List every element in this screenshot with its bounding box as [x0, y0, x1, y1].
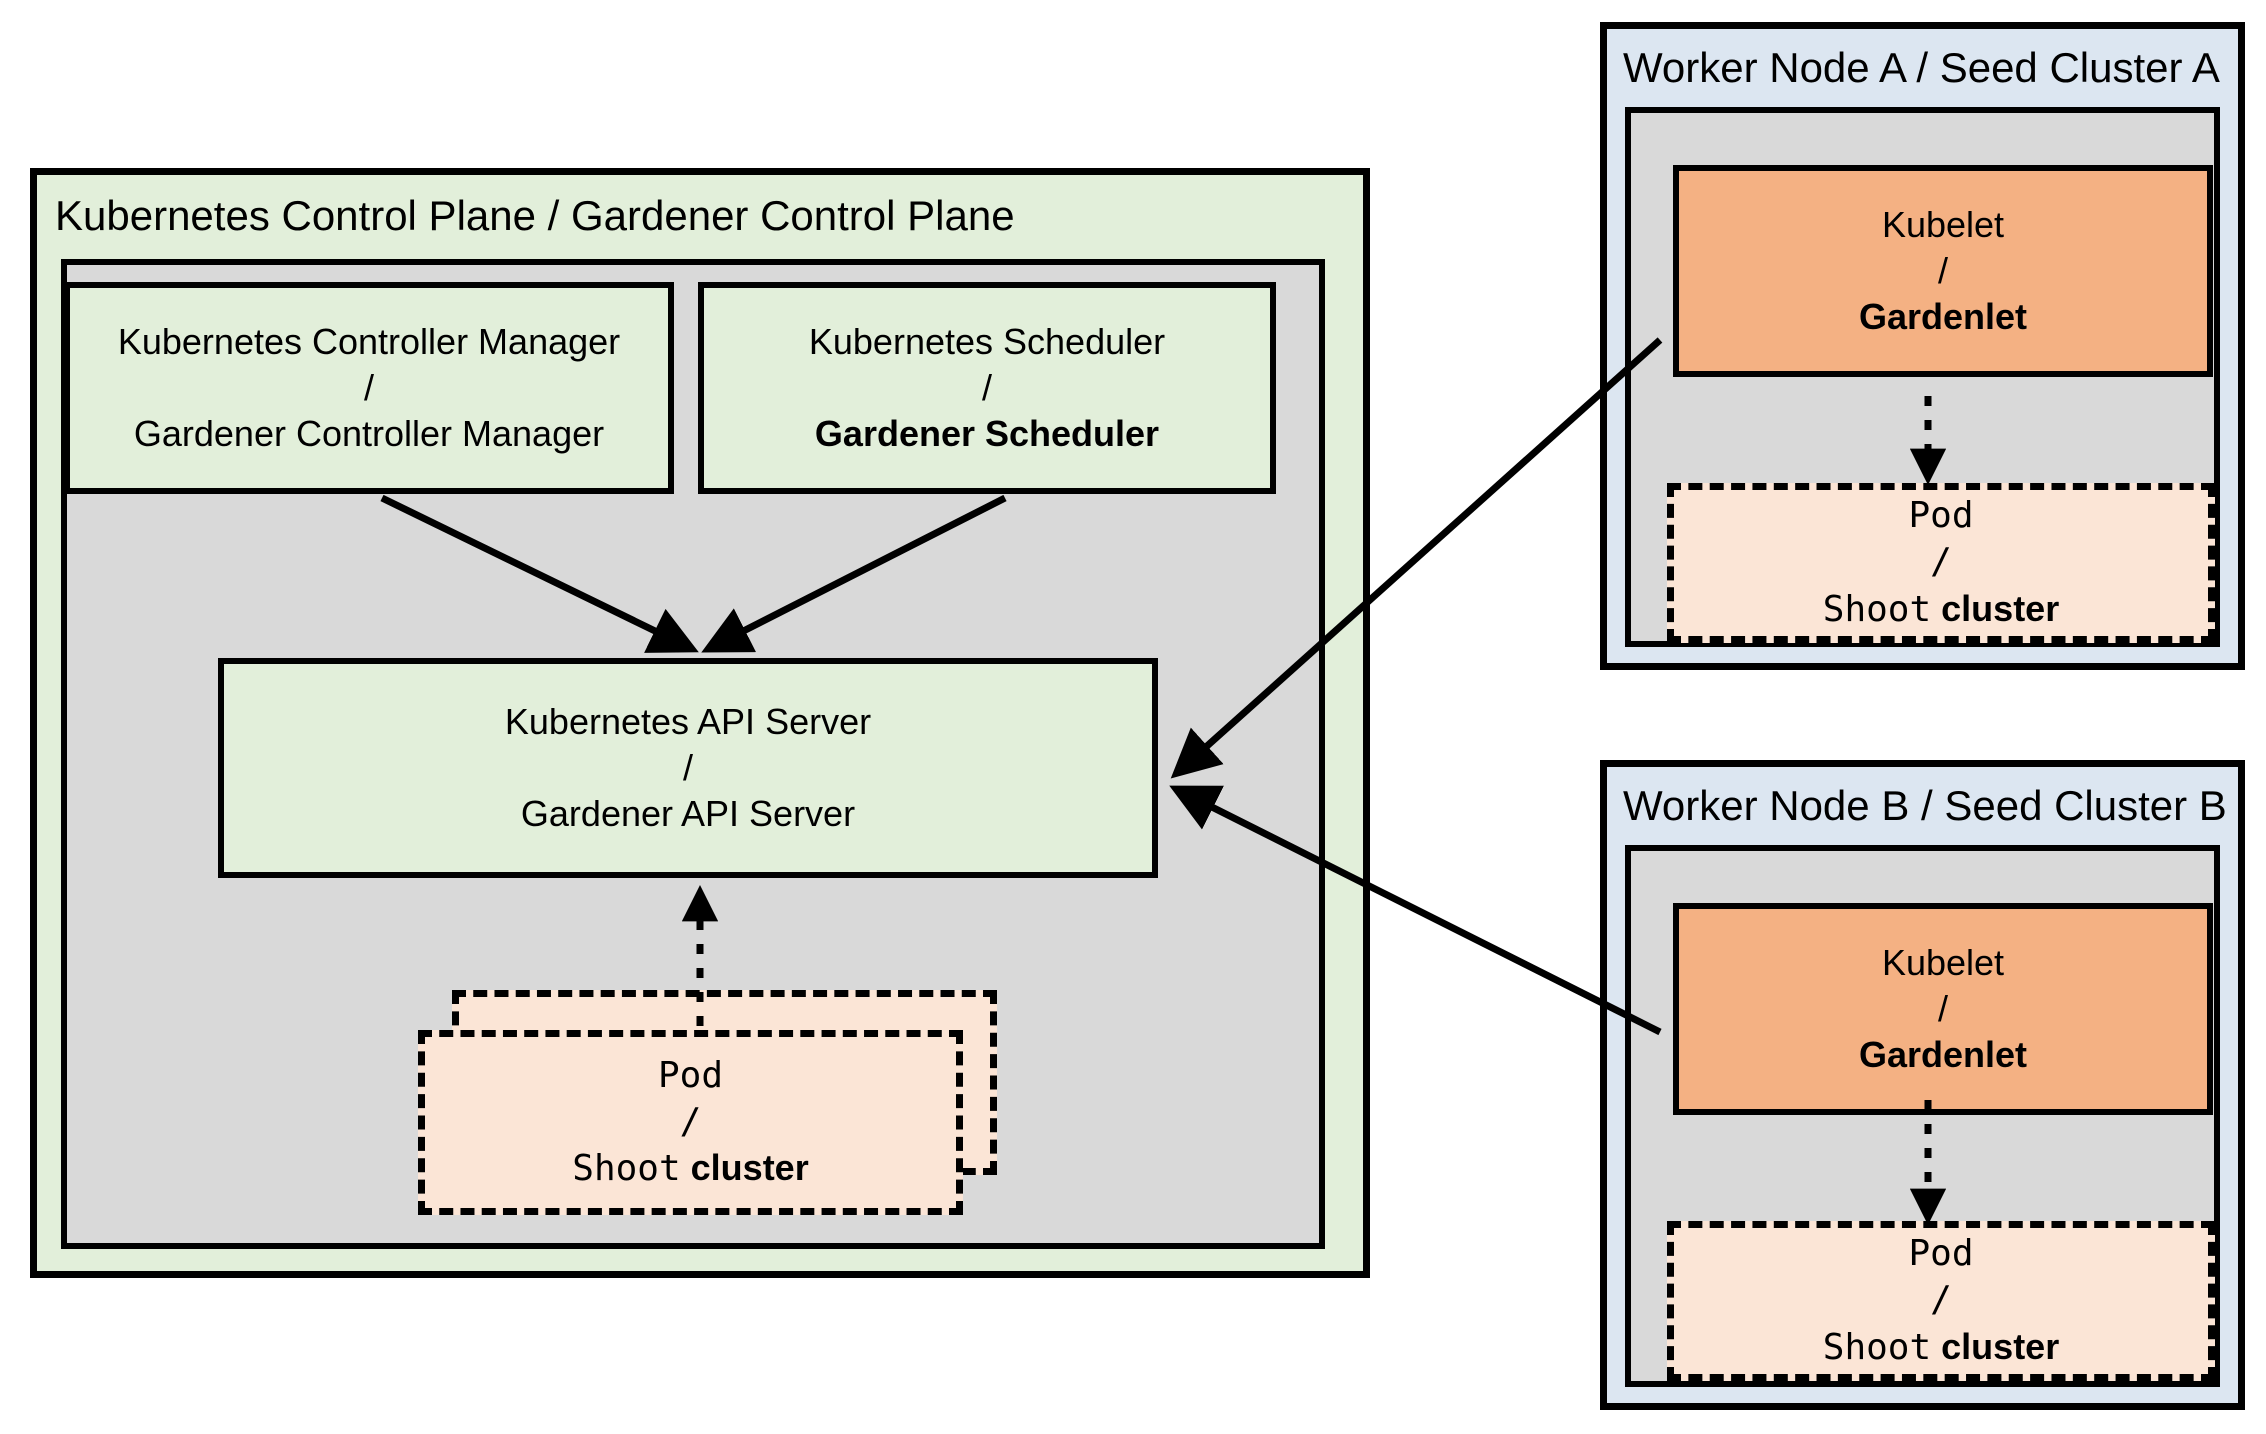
- scheduler-line-1: Kubernetes Scheduler: [808, 320, 1166, 362]
- control-plane-pod-cluster-text: cluster: [690, 1147, 809, 1189]
- controller-manager-line-1: Kubernetes Controller Manager: [117, 320, 621, 362]
- seed-a-pod-shoot-text: Shoot: [1822, 588, 1932, 630]
- seed-b-agent-line-2: Gardenlet: [1858, 1034, 2028, 1076]
- seed-a-pod-line-1: Pod: [1908, 495, 1974, 537]
- scheduler-separator: /: [981, 366, 992, 408]
- seed-a-pod-separator: /: [1930, 541, 1952, 583]
- kubernetes-controller-manager-box: Kubernetes Controller Manager / Gardener…: [64, 282, 674, 494]
- control-plane-pod-line-1: Pod: [657, 1054, 724, 1096]
- seed-b-pod-shoot-text: Shoot: [1822, 1326, 1932, 1368]
- api-server-separator: /: [682, 746, 693, 788]
- control-plane-pod-line-2: Shoot cluster: [572, 1145, 808, 1192]
- control-plane-pod-box: Pod / Shoot cluster: [418, 1030, 963, 1215]
- scheduler-line-2: Gardener Scheduler: [814, 413, 1160, 455]
- seed-a-pod-line-2: Shoot cluster: [1823, 586, 2059, 633]
- seed-b-pod-box: Pod / Shoot cluster: [1667, 1221, 2215, 1381]
- seed-cluster-b-title: Worker Node B / Seed Cluster B: [1623, 782, 2227, 829]
- api-server-line-1: Kubernetes API Server: [504, 700, 872, 742]
- seed-b-pod-line-1: Pod: [1908, 1233, 1974, 1275]
- api-server-line-2: Gardener API Server: [520, 793, 856, 835]
- seed-b-pod-line-2: Shoot cluster: [1823, 1324, 2059, 1371]
- worker-node-b-seed-cluster-b-panel: Worker Node B / Seed Cluster B Kubelet /…: [1600, 760, 2245, 1410]
- seed-b-agent-line-1: Kubelet: [1881, 941, 2005, 983]
- seed-b-pod-separator: /: [1930, 1279, 1952, 1321]
- seed-cluster-a-title: Worker Node A / Seed Cluster A: [1623, 44, 2220, 91]
- control-plane-pod-shoot-text: Shoot: [572, 1148, 681, 1190]
- seed-a-agent-line-2: Gardenlet: [1858, 296, 2028, 338]
- seed-cluster-b-inner-area: Kubelet / Gardenlet Pod / Shoot cluster: [1625, 845, 2220, 1387]
- kubernetes-scheduler-box: Kubernetes Scheduler / Gardener Schedule…: [698, 282, 1276, 494]
- seed-b-agent-separator: /: [1937, 987, 1948, 1029]
- seed-a-pod-cluster-text: cluster: [1941, 587, 2060, 629]
- controller-manager-line-2: Gardener Controller Manager: [133, 413, 605, 455]
- control-plane-title: Kubernetes Control Plane / Gardener Cont…: [55, 192, 1015, 239]
- seed-cluster-a-inner-area: Kubelet / Gardenlet Pod / Shoot cluster: [1625, 107, 2220, 647]
- worker-node-a-seed-cluster-a-panel: Worker Node A / Seed Cluster A Kubelet /…: [1600, 22, 2245, 670]
- control-plane-pod-separator: /: [679, 1100, 702, 1142]
- seed-a-agent-line-1: Kubelet: [1881, 203, 2005, 245]
- seed-b-pod-cluster-text: cluster: [1941, 1325, 2060, 1367]
- seed-b-kubelet-gardenlet-box: Kubelet / Gardenlet: [1673, 903, 2213, 1115]
- kubernetes-api-server-box: Kubernetes API Server / Gardener API Ser…: [218, 658, 1158, 878]
- seed-a-pod-box: Pod / Shoot cluster: [1667, 483, 2215, 643]
- controller-manager-separator: /: [363, 366, 374, 408]
- seed-a-agent-separator: /: [1937, 249, 1948, 291]
- seed-a-kubelet-gardenlet-box: Kubelet / Gardenlet: [1673, 165, 2213, 377]
